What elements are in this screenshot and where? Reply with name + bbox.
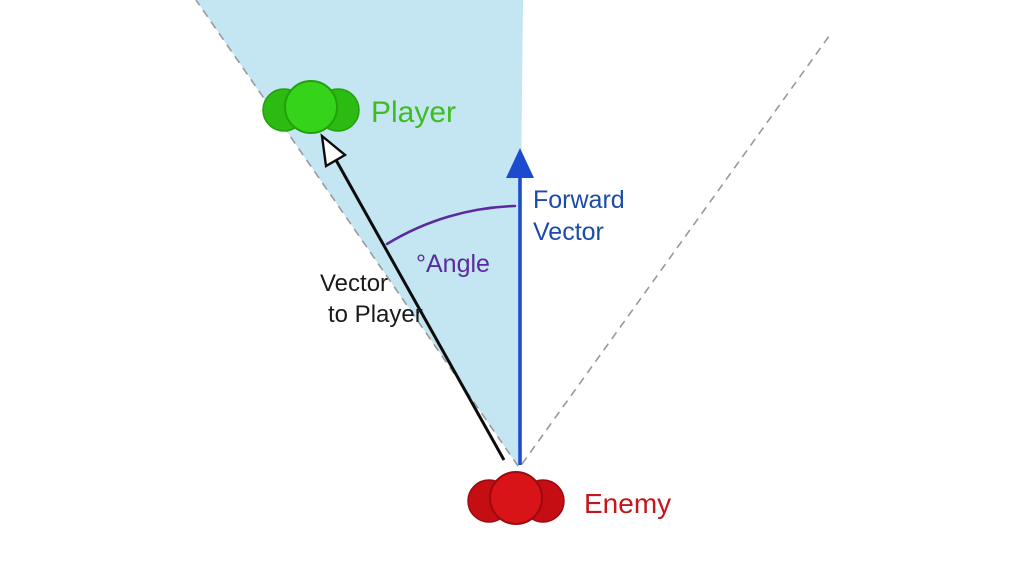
enemy-marker-center-circle (489, 471, 543, 525)
angle-arc (385, 204, 517, 246)
forward-vector-arrowhead (506, 148, 534, 178)
enemy-label: Enemy (584, 488, 671, 519)
vector-to-player-line (334, 159, 506, 461)
player-marker-center-circle (284, 80, 338, 134)
player-marker (262, 80, 360, 134)
angle-label: °Angle (416, 250, 490, 278)
forward-vector-label-line2: Vector (533, 218, 604, 246)
forward-vector-label-line1: Forward (533, 186, 625, 214)
player-label: Player (371, 96, 456, 129)
fov-left-boundary-line (195, 0, 519, 467)
vector-to-player-arrowhead (320, 133, 348, 168)
vector-to-player-label-line2: to Player (328, 301, 423, 328)
enemy-marker (467, 471, 565, 525)
fov-right-boundary-line (521, 31, 833, 465)
vector-to-player-label-line1: Vector (320, 270, 388, 297)
